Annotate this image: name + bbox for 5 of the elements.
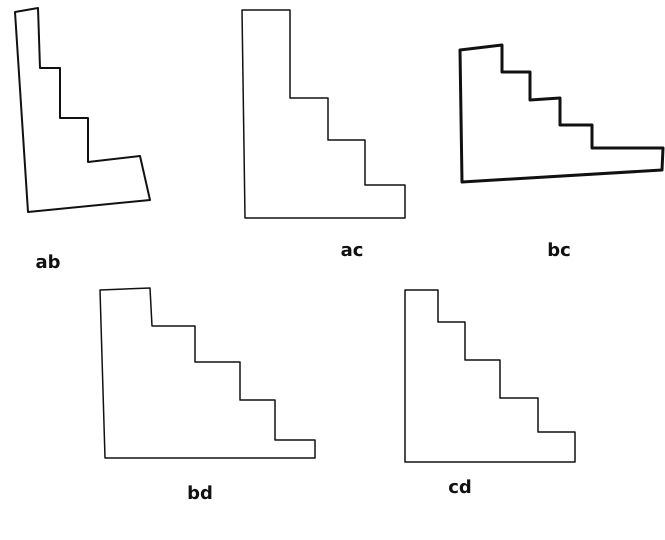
figure-label: bd [187, 483, 213, 504]
figure-label: ab [35, 252, 61, 273]
figure-label: bc [547, 240, 571, 261]
figure-label: ac [340, 240, 364, 261]
figure-label: cd [448, 477, 472, 498]
